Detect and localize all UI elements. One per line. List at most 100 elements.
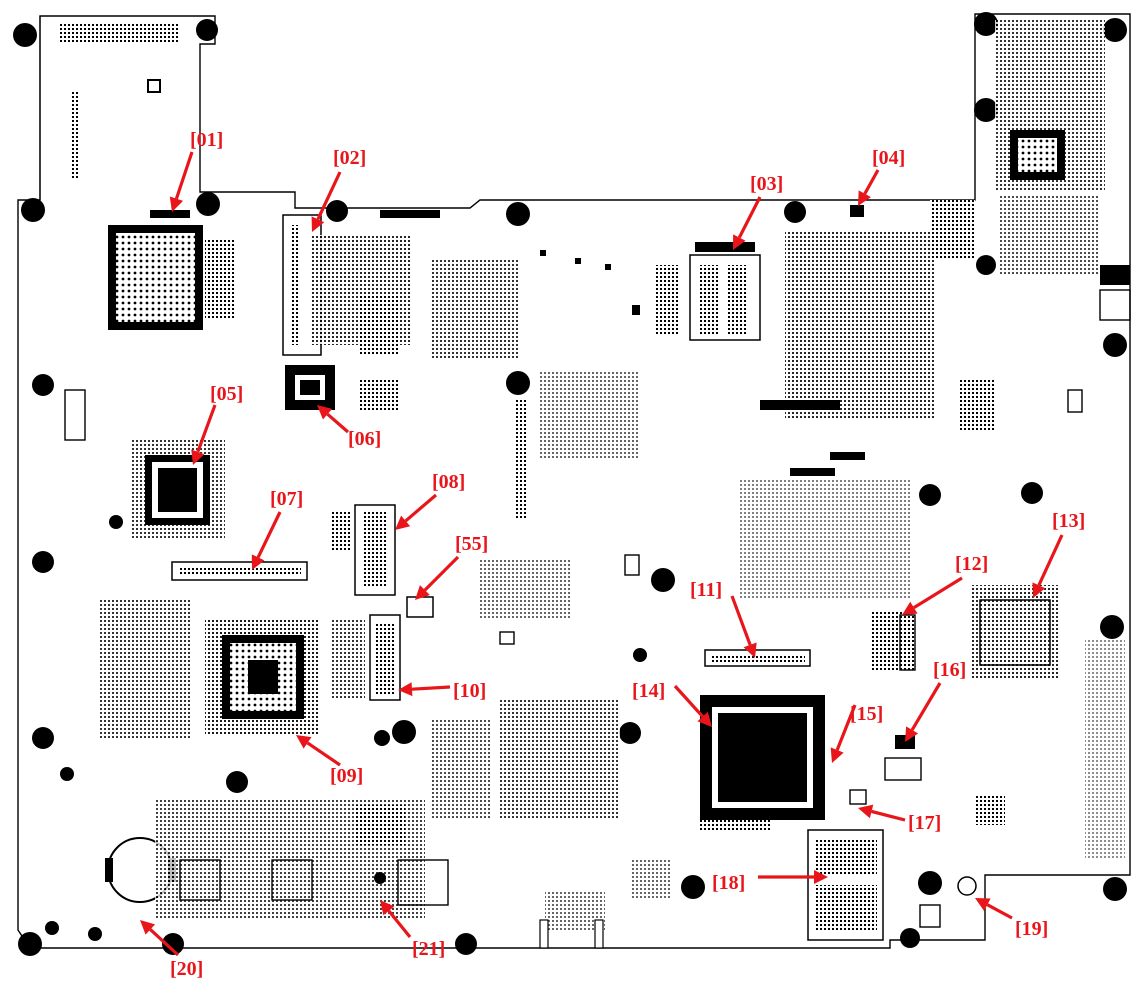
callout-label-18: [18] [712,872,745,894]
callout-arrow-head-05 [191,449,205,465]
upper-middle-components [380,210,640,360]
connector-13 [970,585,1125,860]
callout-arrow-shaft-55 [423,555,460,592]
callout-label-03: [03] [750,173,783,195]
callout-18: [18] [712,870,828,894]
callout-13: [13] [1032,510,1085,598]
callout-19: [19] [975,898,1048,940]
callout-arrow-shaft-13 [1037,534,1064,586]
callout-label-11: [11] [690,579,722,601]
callout-01: [01] [169,129,223,212]
callout-label-12: [12] [955,553,988,575]
callout-arrow-shaft-09 [306,741,341,767]
callout-arrow-shaft-17 [871,809,906,822]
top-left-connector [60,22,180,180]
callout-label-13: [13] [1052,510,1085,532]
callout-arrow-head-55 [415,585,430,600]
callout-arrow-shaft-12 [913,576,963,610]
callout-arrow-head-14 [697,711,712,727]
connector-11 [704,649,811,667]
callout-arrow-head-17 [858,804,874,819]
callout-label-05: [05] [210,383,243,405]
component-19 [957,876,977,896]
callout-20: [20] [140,920,203,980]
callout-arrow-head-08 [395,515,411,530]
callout-arrow-shaft-01 [174,151,194,200]
callout-label-17: [17] [908,812,941,834]
callout-12: [12] [902,553,988,615]
callout-arrow-shaft-05 [196,404,217,453]
callout-arrow-shaft-14 [673,684,704,718]
callout-arrow-head-09 [296,735,312,749]
callout-arrow-head-10 [398,682,413,697]
connector-07 [171,561,308,581]
callout-arrow-shaft-06 [326,412,350,434]
callout-label-21: [21] [412,938,445,960]
middle-lower-components [430,370,640,820]
callout-arrow-head-03 [733,234,746,250]
callout-21: [21] [380,900,445,960]
callout-label-10: [10] [453,680,486,702]
callout-arrow-shaft-07 [256,511,282,559]
callout-arrow-head-21 [380,900,395,916]
callout-arrow-shaft-19 [986,903,1013,920]
callout-05: [05] [191,383,243,465]
callout-arrow-head-01 [169,196,184,212]
callout-label-01: [01] [190,129,223,151]
callout-04: [04] [858,147,905,206]
callout-arrow-head-19 [975,898,991,911]
callout-arrow-head-07 [251,554,265,570]
callout-arrow-head-02 [311,216,325,232]
chip-06 [285,365,400,410]
callout-arrow-shaft-21 [387,909,412,939]
callout-label-20: [20] [170,958,203,980]
connector-column-08-10 [330,504,401,701]
component-12 [740,480,916,672]
callout-arrow-head-04 [858,190,871,206]
callout-09: [09] [296,735,363,787]
main-chip-14 [700,695,825,832]
callout-arrow-shaft-04 [863,169,880,195]
callout-11: [11] [690,579,757,658]
callout-arrow-shaft-08 [404,493,438,523]
cpu-socket [108,210,235,330]
callout-arrow-head-20 [140,920,156,935]
callout-07: [07] [251,488,303,570]
mounting-holes [13,12,1127,956]
callout-06: [06] [317,405,381,450]
callout-arrow-shaft-03 [737,196,762,239]
callout-arrow-shaft-20 [149,928,180,957]
top-right-module [995,20,1131,321]
callout-arrow-head-13 [1032,582,1046,598]
callout-03: [03] [733,173,783,250]
callout-17: [17] [858,804,941,834]
callout-08: [08] [395,471,465,530]
callout-label-14: [14] [632,680,665,702]
callout-label-19: [19] [1015,918,1048,940]
callout-arrow-shaft-16 [910,682,942,731]
callout-label-04: [04] [872,147,905,169]
component-19-pad [919,904,941,928]
callout-arrow-shaft-11 [730,595,752,646]
callout-55: [55] [415,533,488,600]
callout-arrow-head-18 [814,870,828,884]
memory-slot [282,214,410,356]
callout-label-02: [02] [333,147,366,169]
callout-label-15: [15] [850,703,883,725]
callout-arrow-head-16 [905,726,919,742]
chip-05 [130,440,225,540]
callout-arrow-head-12 [902,601,918,615]
callout-16: [16] [905,659,966,742]
right-middle-components [760,200,1083,476]
callout-arrow-head-06 [317,405,333,420]
callout-14: [14] [632,680,712,727]
connector-18 [807,829,884,941]
callout-layer: [01] [02] [03] [04] [05] [06] [07] [08] [55] [09]… [140,129,1085,980]
components-16-17 [849,735,1005,825]
callout-02: [02] [311,147,366,232]
callout-label-07: [07] [270,488,303,510]
callout-label-08: [08] [432,471,465,493]
callout-label-06: [06] [348,428,381,450]
callout-label-16: [16] [933,659,966,681]
